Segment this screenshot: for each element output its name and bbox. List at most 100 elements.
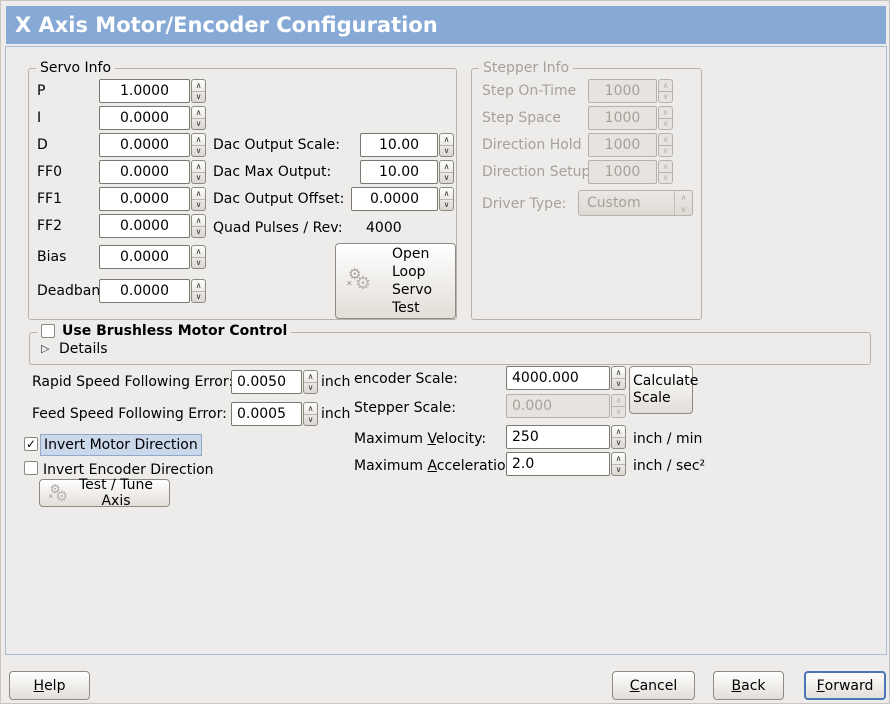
- use-brushless-checkbox[interactable]: [41, 324, 55, 338]
- encoder-scale-input[interactable]: [506, 366, 610, 390]
- spin-up-icon[interactable]: ∧: [612, 367, 625, 379]
- details-expander-label[interactable]: Details: [59, 341, 108, 357]
- spin-steppers[interactable]: ∧∨: [191, 279, 206, 303]
- spin-up-icon[interactable]: ∧: [192, 188, 205, 200]
- spin-down-icon[interactable]: ∨: [195, 119, 202, 129]
- servo-deadband-input[interactable]: [99, 279, 190, 303]
- servo-row-label: I: [37, 110, 42, 126]
- dac-output-scale-input[interactable]: [360, 133, 438, 157]
- spin-down-icon[interactable]: ∨: [443, 173, 450, 183]
- spin-steppers[interactable]: ∧∨: [191, 245, 206, 269]
- step-on-time-spin: ∧∨: [588, 79, 673, 103]
- spin-down-icon: ∨: [662, 146, 669, 156]
- test-tune-axis-button[interactable]: ⚙ ⚙ ✕ Test / Tune Axis: [39, 477, 170, 509]
- spin-steppers[interactable]: ∧∨: [611, 452, 626, 476]
- spin-up-icon[interactable]: ∧: [440, 134, 453, 146]
- maximum-acceleration-spin: ∧∨: [506, 452, 626, 476]
- spin-down-icon[interactable]: ∨: [195, 227, 202, 237]
- spin-up-icon[interactable]: ∧: [304, 403, 317, 415]
- servo-i-input[interactable]: [99, 106, 190, 130]
- spin-up-icon[interactable]: ∧: [440, 161, 453, 173]
- spin-up-icon[interactable]: ∧: [304, 371, 317, 383]
- gears-icon: ⚙ ⚙ ✕: [346, 265, 372, 294]
- spin-steppers[interactable]: ∧∨: [611, 366, 626, 390]
- spin-down-icon[interactable]: ∨: [195, 200, 202, 210]
- spin-up-icon[interactable]: ∧: [192, 280, 205, 292]
- spin-down-icon[interactable]: ∨: [615, 438, 622, 448]
- spin-steppers[interactable]: ∧∨: [191, 133, 206, 157]
- step-space-label: Step Space: [482, 110, 561, 126]
- stepper-info-legend: Stepper Info: [479, 60, 574, 76]
- spin-down-icon[interactable]: ∨: [195, 173, 202, 183]
- dac-output-scale-spin: ∧∨: [360, 133, 454, 157]
- spin-steppers[interactable]: ∧∨: [439, 133, 454, 157]
- servo-row-label: FF0: [37, 164, 63, 180]
- spin-up-icon[interactable]: ∧: [192, 80, 205, 92]
- spin-steppers: ∧∨: [658, 160, 673, 184]
- servo-d-input[interactable]: [99, 133, 190, 157]
- spin-steppers[interactable]: ∧∨: [303, 402, 318, 426]
- spin-down-icon[interactable]: ∨: [195, 292, 202, 302]
- spin-up-icon[interactable]: ∧: [192, 134, 205, 146]
- spin-down-icon[interactable]: ∨: [195, 258, 202, 268]
- servo-bias-input[interactable]: [99, 245, 190, 269]
- expander-arrow-icon[interactable]: ▷: [41, 342, 50, 355]
- spin-up-icon: ∧: [659, 161, 672, 173]
- servo-p-input[interactable]: [99, 79, 190, 103]
- stepper-info-frame: Stepper Info Step On-Time ∧∨ Step Space …: [471, 60, 702, 320]
- spin-steppers[interactable]: ∧∨: [191, 214, 206, 238]
- spin-steppers[interactable]: ∧∨: [191, 187, 206, 211]
- direction-hold-label: Direction Hold: [482, 137, 582, 153]
- invert-motor-direction-checkbox[interactable]: ✓: [24, 437, 38, 451]
- calculate-scale-button[interactable]: Calculate Scale: [629, 366, 698, 414]
- feed-following-error-input[interactable]: [231, 402, 302, 426]
- spin-steppers[interactable]: ∧∨: [439, 160, 454, 184]
- open-loop-servo-test-button[interactable]: ⚙ ⚙ ✕ Open Loop Servo Test: [335, 243, 456, 319]
- dac-output-offset-input[interactable]: [351, 187, 438, 211]
- spin-steppers[interactable]: ∧∨: [303, 370, 318, 394]
- spin-up-icon[interactable]: ∧: [192, 246, 205, 258]
- servo-ff0-input[interactable]: [99, 160, 190, 184]
- spin-steppers[interactable]: ∧∨: [191, 160, 206, 184]
- spin-down-icon[interactable]: ∨: [615, 379, 622, 389]
- invert-encoder-direction-label[interactable]: Invert Encoder Direction: [43, 462, 214, 478]
- spin-up-icon[interactable]: ∧: [440, 188, 453, 200]
- spin-down-icon[interactable]: ∨: [195, 92, 202, 102]
- spin-up-icon[interactable]: ∧: [192, 161, 205, 173]
- spin-down-icon[interactable]: ∨: [443, 200, 450, 210]
- rapid-following-error-input[interactable]: [231, 370, 302, 394]
- spin-up-icon[interactable]: ∧: [192, 107, 205, 119]
- servo-ff1-spin: ∧∨: [99, 187, 206, 211]
- driver-type-combobox: Custom ∧∨: [578, 190, 693, 216]
- dac-max-output-input[interactable]: [360, 160, 438, 184]
- spin-down-icon: ∨: [662, 92, 669, 102]
- spin-steppers[interactable]: ∧∨: [611, 425, 626, 449]
- maximum-acceleration-input[interactable]: [506, 452, 610, 476]
- spin-down-icon[interactable]: ∨: [195, 146, 202, 156]
- spin-down-icon[interactable]: ∨: [443, 146, 450, 156]
- servo-bias-spin: ∧∨: [99, 245, 206, 269]
- maximum-velocity-input[interactable]: [506, 425, 610, 449]
- feed-following-error-spin: ∧∨: [231, 402, 318, 426]
- invert-encoder-direction-checkbox[interactable]: [24, 461, 38, 475]
- servo-ff2-input[interactable]: [99, 214, 190, 238]
- spin-down-icon[interactable]: ∨: [615, 465, 622, 475]
- spin-steppers[interactable]: ∧∨: [191, 79, 206, 103]
- spin-up-icon[interactable]: ∧: [612, 426, 625, 438]
- spin-down-icon[interactable]: ∨: [307, 415, 314, 425]
- spin-up-icon[interactable]: ∧: [192, 215, 205, 227]
- invert-motor-direction-label[interactable]: Invert Motor Direction: [40, 434, 202, 456]
- servo-ff1-input[interactable]: [99, 187, 190, 211]
- encoder-scale-label: encoder Scale:: [354, 371, 458, 387]
- quad-pulses-label: Quad Pulses / Rev:: [213, 220, 343, 236]
- spin-steppers[interactable]: ∧∨: [439, 187, 454, 211]
- rapid-following-error-spin: ∧∨: [231, 370, 318, 394]
- spin-steppers[interactable]: ∧∨: [191, 106, 206, 130]
- spin-up-icon[interactable]: ∧: [612, 453, 625, 465]
- spin-down-icon[interactable]: ∨: [307, 383, 314, 393]
